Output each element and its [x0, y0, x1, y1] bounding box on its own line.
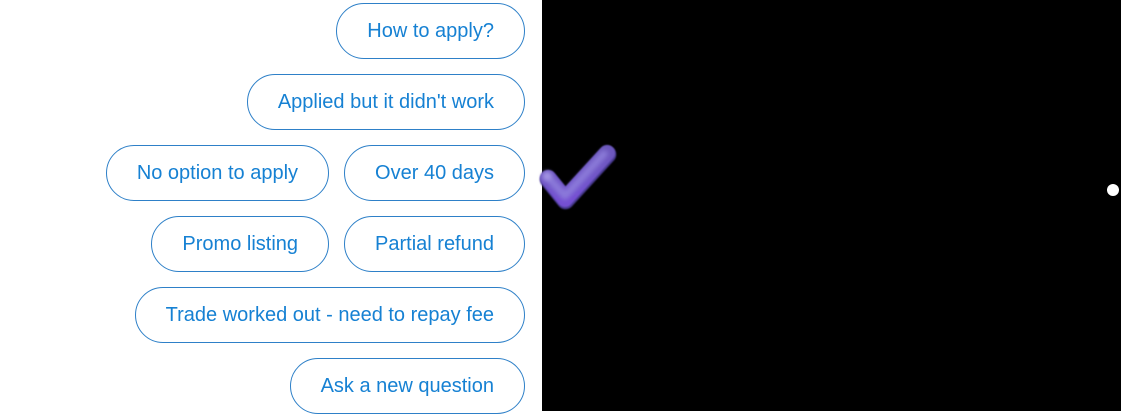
content-panel — [542, 0, 1121, 411]
quick-reply-no-option-to-apply[interactable]: No option to apply — [105, 145, 330, 201]
reply-row: Applied but it didn't work — [246, 74, 525, 130]
reply-row: Promo listing Partial refund — [151, 216, 525, 272]
quick-replies-list: How to apply? Applied but it didn't work… — [0, 3, 525, 414]
reply-row: Trade worked out - need to repay fee — [134, 287, 525, 343]
reply-row: How to apply? — [336, 3, 525, 59]
reply-row: Ask a new question — [289, 358, 525, 414]
quick-reply-how-to-apply[interactable]: How to apply? — [336, 3, 525, 59]
reply-row: No option to apply Over 40 days — [105, 145, 525, 201]
quick-reply-partial-refund[interactable]: Partial refund — [344, 216, 525, 272]
quick-reply-applied-but-didnt-work[interactable]: Applied but it didn't work — [246, 74, 525, 130]
quick-reply-over-40-days[interactable]: Over 40 days — [344, 145, 525, 201]
quick-reply-trade-worked-out-repay-fee[interactable]: Trade worked out - need to repay fee — [134, 287, 525, 343]
quick-reply-promo-listing[interactable]: Promo listing — [151, 216, 330, 272]
white-dot — [1107, 184, 1119, 196]
quick-reply-ask-new-question[interactable]: Ask a new question — [289, 358, 525, 414]
